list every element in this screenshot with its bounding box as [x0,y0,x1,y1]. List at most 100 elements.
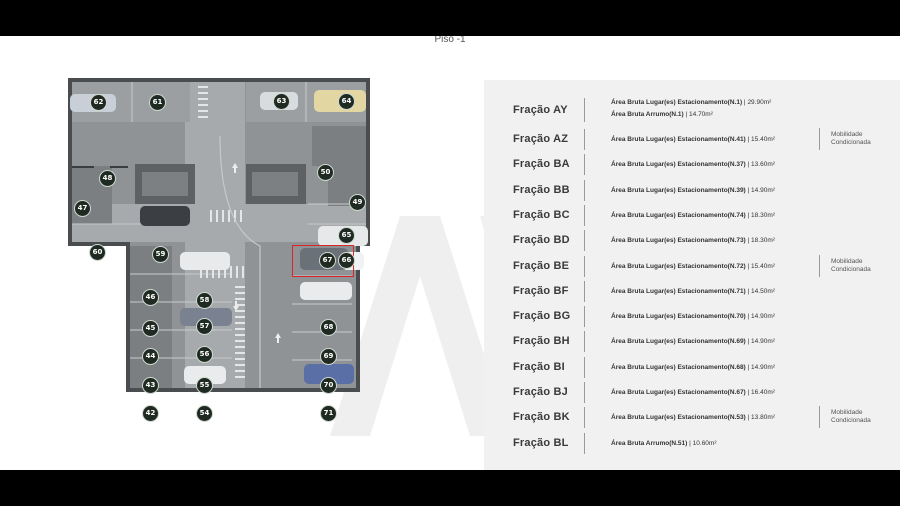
unit-area-line: Área Bruta Arrumo(N.1) | 14.70m² [611,111,713,118]
area-value: 15.40m² [751,263,775,270]
units-panel: Fração AY Área Bruta Lugar(es) Estaciona… [484,80,900,470]
space-marker-46[interactable]: 46 [142,289,159,306]
area-label: Área Bruta Arrumo(N.51) [611,440,688,447]
space-marker-68[interactable]: 68 [320,319,337,336]
area-value: 16.40m² [751,389,775,396]
area-value: 18.30m² [751,237,775,244]
unit-area-line: Área Bruta Lugar(es) Estacionamento(N.68… [611,364,775,371]
unit-row[interactable]: Fração BG Área Bruta Lugar(es) Estacionam… [484,304,900,329]
unit-area-line: Área Bruta Lugar(es) Estacionamento(N.69… [611,338,775,345]
divider [584,129,585,150]
unit-area-line: Área Bruta Lugar(es) Estacionamento(N.53… [611,414,775,421]
unit-name: Fração BF [513,285,569,297]
unit-row[interactable]: Fração AY Área Bruta Lugar(es) Estaciona… [484,96,900,124]
space-marker-45[interactable]: 45 [142,320,159,337]
car [180,252,230,270]
divider [584,256,585,277]
area-label: Área Bruta Lugar(es) Estacionamento(N.41… [611,136,746,143]
unit-name: Fração AZ [513,133,569,145]
space-marker-56[interactable]: 56 [196,346,213,363]
floor-plan: 62 61 63 64 48 50 47 49 65 60 59 66 46 5… [60,76,378,396]
unit-row[interactable]: Fração BC Área Bruta Lugar(es) Estacionam… [484,203,900,228]
area-label: Área Bruta Lugar(es) Estacionamento(N.71… [611,288,746,295]
area-label: Área Bruta Arrumo(N.1) [611,111,684,118]
space-marker-42[interactable]: 42 [142,405,159,422]
unit-area-line: Área Bruta Lugar(es) Estacionamento(N.37… [611,161,775,168]
space-marker-48[interactable]: 48 [99,170,116,187]
viewer: Piso -1 [0,36,900,470]
area-value: 14.90m² [751,187,775,194]
space-marker-70[interactable]: 70 [320,377,337,394]
unit-name: Fração BJ [513,386,568,398]
area-label: Área Bruta Lugar(es) Estacionamento(N.74… [611,212,746,219]
area-label: Área Bruta Lugar(es) Estacionamento(N.37… [611,161,746,168]
space-marker-47[interactable]: 47 [74,200,91,217]
space-marker-60[interactable]: 60 [89,244,106,261]
unit-area-line: Área Bruta Arrumo(N.51) | 10.60m² [611,440,717,447]
divider [819,255,820,277]
space-marker-43[interactable]: 43 [142,377,159,394]
unit-row[interactable]: Fração BJ Área Bruta Lugar(es) Estacionam… [484,380,900,405]
divider [584,306,585,327]
unit-name: Fração BE [513,260,570,272]
divider [584,230,585,251]
space-marker-50[interactable]: 50 [317,164,334,181]
space-marker-44[interactable]: 44 [142,348,159,365]
divider [584,205,585,226]
divider [584,331,585,352]
space-marker-63[interactable]: 63 [273,93,290,110]
space-marker-67[interactable]: 67 [319,252,336,269]
unit-area-line: Área Bruta Lugar(es) Estacionamento(N.67… [611,389,775,396]
unit-row[interactable]: Fração BE Área Bruta Lugar(es) Estacionam… [484,254,900,279]
unit-area-line: Área Bruta Lugar(es) Estacionamento(N.73… [611,237,775,244]
unit-area-line: Área Bruta Lugar(es) Estacionamento(N.74… [611,212,775,219]
space-marker-58[interactable]: 58 [196,292,213,309]
space-marker-61[interactable]: 61 [149,94,166,111]
car [180,308,232,326]
space-marker-64[interactable]: 64 [338,93,355,110]
divider [819,128,820,150]
car [304,364,354,384]
space-marker-71[interactable]: 71 [320,405,337,422]
area-value: 14.70m² [689,111,713,118]
area-value: 14.90m² [751,364,775,371]
area-label: Área Bruta Lugar(es) Estacionamento(N.67… [611,389,746,396]
floor-label: Piso -1 [434,36,466,45]
unit-area-line: Área Bruta Lugar(es) Estacionamento(N.41… [611,136,775,143]
space-marker-66[interactable]: 66 [338,252,355,269]
area-label: Área Bruta Lugar(es) Estacionamento(N.1) [611,99,743,106]
unit-row[interactable]: Fração AZ Área Bruta Lugar(es) Estacionam… [484,127,900,152]
unit-name: Fração AY [513,104,568,116]
area-label: Área Bruta Lugar(es) Estacionamento(N.73… [611,237,746,244]
space-marker-59[interactable]: 59 [152,246,169,263]
space-marker-55[interactable]: 55 [196,377,213,394]
area-label: Área Bruta Lugar(es) Estacionamento(N.72… [611,263,746,270]
unit-name: Fração BG [513,310,571,322]
space-marker-54[interactable]: 54 [196,405,213,422]
divider [584,98,585,122]
space-marker-65[interactable]: 65 [338,227,355,244]
divider [584,382,585,403]
unit-area-line: Área Bruta Lugar(es) Estacionamento(N.72… [611,263,775,270]
unit-area-line: Área Bruta Lugar(es) Estacionamento(N.39… [611,187,775,194]
space-marker-62[interactable]: 62 [90,94,107,111]
unit-area-line: Área Bruta Lugar(es) Estacionamento(N.70… [611,313,775,320]
area-label: Área Bruta Lugar(es) Estacionamento(N.39… [611,187,746,194]
unit-row[interactable]: Fração BF Área Bruta Lugar(es) Estacionam… [484,279,900,304]
unit-name: Fração BC [513,209,570,221]
area-value: 13.60m² [751,161,775,168]
car [140,206,190,226]
space-marker-57[interactable]: 57 [196,318,213,335]
space-marker-69[interactable]: 69 [320,348,337,365]
space-marker-49[interactable]: 49 [349,194,366,211]
